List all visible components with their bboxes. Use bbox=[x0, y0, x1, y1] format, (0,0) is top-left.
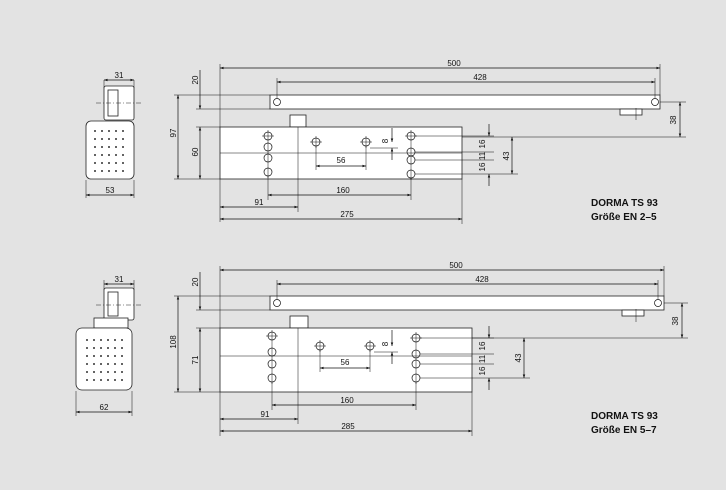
dim-v11-bottom: 11 bbox=[478, 354, 487, 363]
dim-h20-bottom: 20 bbox=[191, 277, 200, 286]
dim-d160-bottom: 160 bbox=[340, 396, 354, 405]
arm-slider-b bbox=[621, 309, 645, 317]
side-view-top: 31 53 bbox=[85, 71, 142, 198]
dim-arm-offset-top: 38 bbox=[669, 115, 678, 124]
dim-h97-top: 97 bbox=[169, 128, 178, 137]
dim-v8-bottom: 8 bbox=[381, 341, 390, 346]
dim-side-width-body-b: 62 bbox=[100, 403, 109, 412]
dim-v11-top: 11 bbox=[478, 151, 487, 160]
dim-d91-top: 91 bbox=[255, 198, 264, 207]
arm-slider bbox=[619, 108, 643, 116]
dim-h108-bottom: 108 bbox=[169, 335, 178, 349]
dim-d160-top: 160 bbox=[336, 186, 350, 195]
arm-rail bbox=[269, 94, 661, 110]
dim-side-width-body: 53 bbox=[106, 186, 115, 195]
dim-v8-top: 8 bbox=[381, 138, 390, 143]
dim-d91-bottom: 91 bbox=[261, 410, 270, 419]
dimensions-top: 500 428 20 97 60 38 8 bbox=[169, 59, 686, 224]
side-dot-grid-top bbox=[94, 130, 124, 172]
side-view-bottom: 31 62 bbox=[75, 275, 142, 416]
dim-v16a-top: 16 bbox=[478, 139, 487, 148]
closer-body-b bbox=[219, 327, 473, 393]
caption-model-bottom: DORMA TS 93 bbox=[591, 411, 658, 422]
dim-d285-bottom: 285 bbox=[341, 422, 355, 431]
dim-side-width-top-b: 31 bbox=[115, 275, 124, 284]
drawing-top: 31 53 bbox=[85, 59, 686, 224]
front-view-top bbox=[219, 94, 661, 180]
caption-size-bottom: Größe EN 5–7 bbox=[591, 425, 657, 436]
dimensions-bottom: 500 428 20 108 71 38 8 bbox=[169, 261, 688, 436]
dim-v16a-bottom: 16 bbox=[478, 341, 487, 350]
drawing-bottom: 31 62 bbox=[75, 261, 688, 436]
dim-arm-length-bottom: 428 bbox=[475, 275, 489, 284]
dim-h20-top: 20 bbox=[191, 75, 200, 84]
dim-overall-length-top: 500 bbox=[447, 59, 461, 68]
dim-arm-offset-bottom: 38 bbox=[671, 316, 680, 325]
dim-arm-length-top: 428 bbox=[473, 73, 487, 82]
dim-v43-top: 43 bbox=[502, 151, 511, 160]
dim-d275-top: 275 bbox=[340, 210, 354, 219]
dim-h71-bottom: 71 bbox=[191, 355, 200, 364]
caption-size-top: Größe EN 2–5 bbox=[591, 212, 657, 223]
side-dot-grid-bottom bbox=[86, 339, 123, 381]
dim-d56-top: 56 bbox=[337, 156, 346, 165]
arm-rail-b bbox=[269, 295, 665, 311]
dim-v16b-top: 16 bbox=[478, 162, 487, 171]
dim-overall-length-bottom: 500 bbox=[449, 261, 463, 270]
dim-v43-bottom: 43 bbox=[514, 353, 523, 362]
dim-d56-bottom: 56 bbox=[341, 358, 350, 367]
dim-v16b-bottom: 16 bbox=[478, 366, 487, 375]
dim-side-width-top: 31 bbox=[115, 71, 124, 80]
dim-h60-top: 60 bbox=[191, 147, 200, 156]
front-view-bottom bbox=[219, 295, 665, 393]
caption-model-top: DORMA TS 93 bbox=[591, 198, 658, 209]
